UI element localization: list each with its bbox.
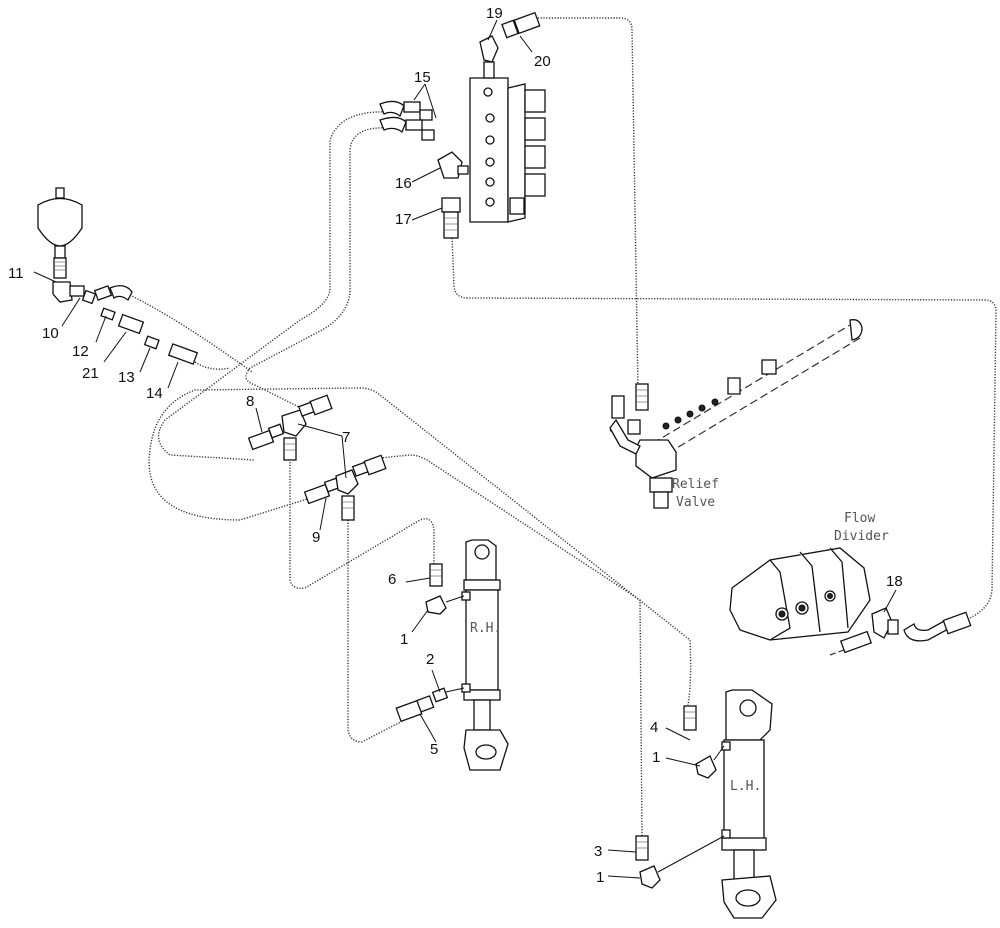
fitting-19-20 <box>479 11 541 63</box>
callout-19: 19 <box>486 5 503 22</box>
callout-4: 4 <box>650 719 658 736</box>
rh-cylinder: R.H. <box>461 539 509 771</box>
fitting-16 <box>437 151 469 179</box>
hose-17-to-flow-divider <box>451 237 997 626</box>
leader-lines <box>33 19 897 879</box>
callout-2: 2 <box>426 651 434 668</box>
relief-valve-label-line1: Relief <box>672 477 719 492</box>
hose-valve-to-7 <box>245 127 389 411</box>
accumulator-fittings <box>52 281 199 365</box>
rh-fittings <box>395 563 465 723</box>
control-valve-block <box>469 61 546 223</box>
callout-16: 16 <box>395 175 412 192</box>
callout-15: 15 <box>414 69 431 86</box>
fitting-18 <box>839 607 972 654</box>
callout-3: 3 <box>594 843 602 860</box>
callout-18: 18 <box>886 573 903 590</box>
return-line-2 <box>664 337 861 456</box>
callout-1-rh: 1 <box>400 631 408 648</box>
lh-fittings <box>635 705 725 889</box>
fitting-17 <box>441 197 461 239</box>
lh-cylinder-label: L.H. <box>730 779 761 794</box>
callout-6: 6 <box>388 571 396 588</box>
callout-5: 5 <box>430 741 438 758</box>
fitting-15 <box>379 100 435 141</box>
callout-21: 21 <box>82 365 99 382</box>
hose-to-3 <box>379 454 643 837</box>
hose-9-loop <box>148 387 692 706</box>
callout-14: 14 <box>146 385 163 402</box>
rh-cylinder-label: R.H. <box>470 621 501 636</box>
callout-7: 7 <box>342 429 350 446</box>
flow-divider-label-line1: Flow <box>844 511 875 526</box>
return-line <box>654 321 856 443</box>
callout-8: 8 <box>246 393 254 410</box>
flow-divider-label-line2: Divider <box>834 529 889 544</box>
callout-17: 17 <box>395 211 412 228</box>
callout-13: 13 <box>118 369 135 386</box>
accumulator <box>37 187 83 279</box>
relief-valve: Relief Valve <box>609 319 863 510</box>
hose-14-loop <box>194 361 231 370</box>
hose-valve-to-relief <box>535 17 639 391</box>
hose-7-to-6 <box>289 462 435 590</box>
callout-12: 12 <box>72 343 89 360</box>
callout-1-lh-upper: 1 <box>652 749 660 766</box>
callout-numbers: 19 20 15 16 17 11 10 12 21 13 14 8 7 9 6… <box>8 5 903 886</box>
callout-10: 10 <box>42 325 59 342</box>
hose-9-to-5 <box>347 520 413 743</box>
callout-1-lh-lower: 1 <box>596 869 604 886</box>
lh-cylinder: L.H. <box>721 689 777 919</box>
hose-lines <box>129 17 997 837</box>
callout-20: 20 <box>534 53 551 70</box>
flow-divider: Flow Divider <box>729 511 889 641</box>
tee-fittings <box>247 394 387 521</box>
callout-9: 9 <box>312 529 320 546</box>
relief-valve-label-line2: Valve <box>676 495 715 510</box>
callout-11: 11 <box>8 265 24 282</box>
hose-valve-to-8 <box>157 111 389 461</box>
